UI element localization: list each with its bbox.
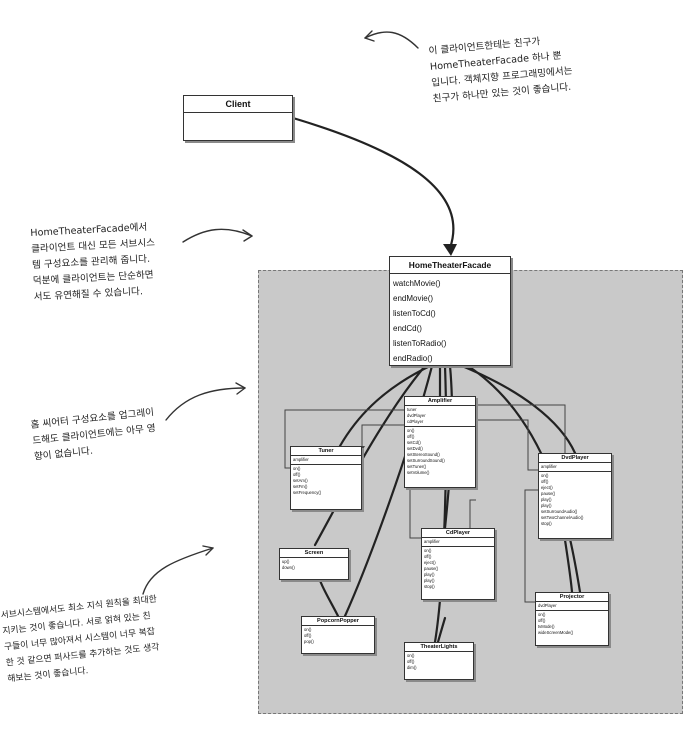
cdplayer-method: eject() [424,560,436,565]
note-left1: HomeTheaterFacade에서 클라이언트 대신 모든 서브시스 템 구… [30,220,158,306]
tuner-method: setFrequency() [293,490,322,495]
amplifier-method: setTuner() [407,464,427,469]
popcornpopper-class-name: PopcornPopper [302,617,374,626]
dvdplayer-method: setTwoChannelAudio() [541,515,584,520]
amplifier-method: setStereoSound() [407,452,440,457]
projector-method: tvMode() [538,624,555,629]
note-left3-arrowhead [202,545,214,556]
note-left1-arrowhead [242,229,253,242]
facade-class-name: HomeTheaterFacade [390,257,510,274]
tuner-method: setAm() [293,478,308,483]
note-left3: 서브시스템에서도 최소 지식 원칙을 최대한 지키는 것이 좋습니다. 서로 얽… [0,592,164,688]
theaterlights-method: dim() [407,665,417,670]
popcornpopper-method: on() [304,627,312,632]
facade-screen-line [313,364,427,547]
dvdplayer-field: amplifier [541,464,557,469]
facade-method: endCd() [393,324,422,333]
dvdplayer-method: play() [541,503,552,508]
cdplayer-method: off() [424,554,432,559]
dvdplayer-method: pause() [541,491,556,496]
cdplayer-method: pause() [424,566,439,571]
screen-class-name: Screen [280,549,348,558]
note-left3-arrow [142,547,214,595]
amplifier-field: cdPlayer [407,419,424,424]
facade-method: watchMovie() [393,279,441,288]
amplifier-dvd-assoc [475,404,566,453]
projector-dvd-assoc [524,489,538,603]
amplifier-method: setDvd() [407,446,423,451]
projector-method: on() [538,612,546,617]
tuner-method: setFm() [293,484,308,489]
dvdplayer-method: on() [541,473,549,478]
popcornpopper-method: pop() [304,639,314,644]
projector-class-name: Projector [536,593,608,602]
amplifier-method: setCd() [407,440,421,445]
popcornpopper-method: off() [304,633,312,638]
client-facade-arrowhead [443,244,457,256]
facade-tuner-line [338,364,432,448]
cdplayer-lights-line [436,616,447,644]
dvdplayer-method: setSurroundAudio() [541,509,578,514]
facade-class: HomeTheaterFacade watchMovie() endMovie(… [389,256,511,366]
facade-dvdplayer-line [460,364,577,455]
dvdplayer-method: stop() [541,521,552,526]
client-class: Client [183,95,293,141]
dvdplayer-method: eject() [541,485,553,490]
facade-method: endRadio() [393,354,433,363]
tuner-class-name: Tuner [291,447,361,456]
cdplayer-field: amplifier [424,539,440,544]
theaterlights-class: TheaterLights on() off() dim() [404,642,474,680]
theaterlights-method: on() [407,653,415,658]
cdplayer-method: play() [424,572,435,577]
tuner-amplifier-assoc [284,409,404,469]
cd-amplifier-assoc [469,499,476,528]
dvdplayer-method: off() [541,479,549,484]
tuner-class: Tuner amplifier on() off() setAm() setFm… [290,446,362,510]
dvdplayer-class-name: DvdPlayer [539,454,611,463]
amplifier-class-name: Amplifier [405,397,475,406]
screen-method: up() [282,559,290,564]
tuner-field: amplifier [293,457,309,462]
amplifier-field: tuner [407,407,417,412]
projector-field: dvdPlayer [538,603,557,608]
cdplayer-class: CdPlayer amplifier on() off() eject() pa… [421,528,495,600]
cdplayer-method: stop() [424,584,435,589]
amplifier-field: dvdPlayer [407,413,426,418]
amplifier-method: setVolume() [407,470,430,475]
amplifier-tuner-assoc [361,424,404,446]
amplifier-cd-assoc [409,488,421,539]
tuner-method: off() [293,472,301,477]
amplifier-method: off() [407,434,415,439]
projector-method: wideScreenMode() [538,630,574,635]
theaterlights-method: off() [407,659,415,664]
facade-method: listenToCd() [393,309,436,318]
dvdplayer-method: play() [541,497,552,502]
cdplayer-method: on() [424,548,432,553]
note-left2-arrowhead [235,382,246,395]
amplifier-class: Amplifier tuner dvdPlayer cdPlayer on() … [404,396,476,488]
screen-method: down() [282,565,295,570]
client-class-name: Client [184,96,292,113]
popcornpopper-class: PopcornPopper on() off() pop() [301,616,375,654]
amplifier-method: setSurroundSound() [407,458,445,463]
amplifier-method: on() [407,428,415,433]
tuner-method: on() [293,466,301,471]
cdplayer-method: play() [424,578,435,583]
facade-method: listenToRadio() [393,339,447,348]
note-top-arrow [364,31,419,49]
note-left1-arrow [182,228,253,243]
cdplayer-class-name: CdPlayer [422,529,494,538]
client-facade-line [291,116,455,250]
facade-method: endMovie() [393,294,434,303]
dvdplayer-class: DvdPlayer amplifier on() off() eject() p… [538,453,612,539]
projector-method: off() [538,618,546,623]
theaterlights-class-name: TheaterLights [405,643,473,652]
note-left2-arrow [165,387,246,421]
screen-class: Screen up() down() [279,548,349,580]
note-top: 이 클라이언트한테는 친구가 HomeTheaterFacade 하나 뿐 입니… [428,32,575,108]
note-top-arrowhead [364,30,375,42]
projector-class: Projector dvdPlayer on() off() tvMode() … [535,592,609,646]
